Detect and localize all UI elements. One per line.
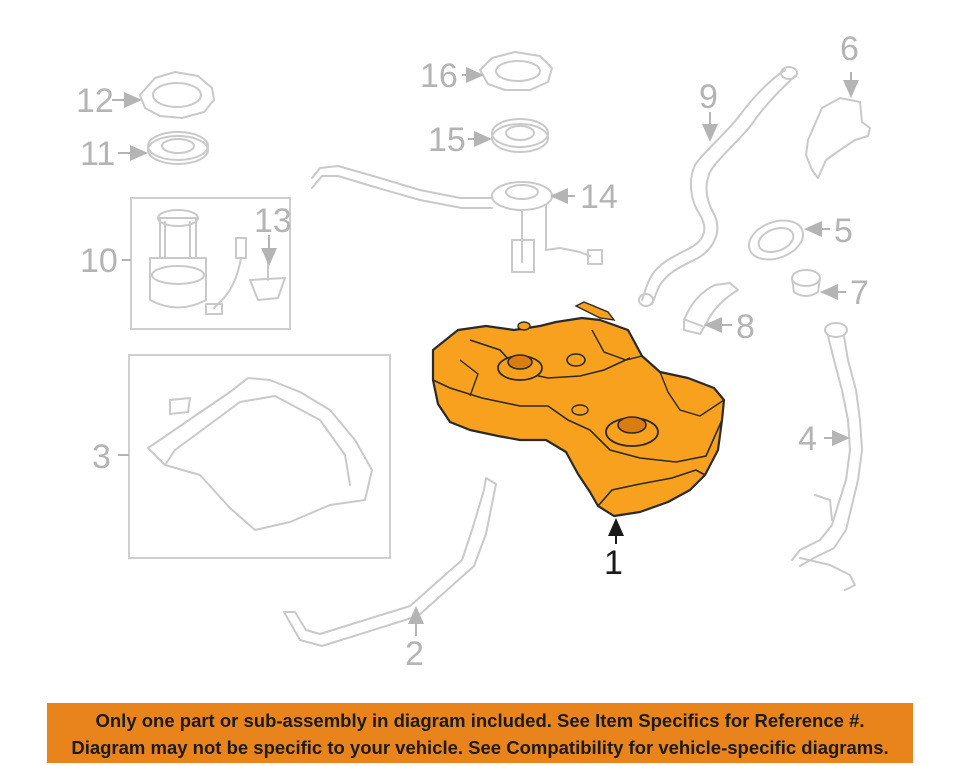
callout-7: 7 [850, 274, 869, 312]
callout-3: 3 [92, 438, 111, 476]
fuel-pump-box [130, 197, 291, 330]
callout-16: 16 [420, 57, 458, 95]
callout-12: 12 [76, 82, 114, 120]
disclaimer-line-2: Diagram may not be specific to your vehi… [71, 737, 889, 758]
callout-6: 6 [840, 30, 859, 68]
part-8-hose [683, 282, 739, 335]
callout-13: 13 [254, 202, 292, 240]
part-15-seal [491, 118, 549, 153]
disclaimer-banner: Only one part or sub-assembly in diagram… [47, 703, 913, 763]
part-2-tank-strap [283, 477, 497, 647]
callout-14: 14 [580, 178, 618, 216]
part-14-fuel-sender [311, 165, 603, 273]
callout-10: 10 [80, 242, 118, 280]
heat-shield-box [128, 354, 391, 559]
callout-9: 9 [699, 78, 718, 116]
callout-2: 2 [405, 635, 424, 673]
callout-4: 4 [798, 420, 817, 458]
part-12-lock-ring [139, 71, 215, 119]
disclaimer-line-1: Only one part or sub-assembly in diagram… [95, 710, 865, 731]
callout-11: 11 [80, 135, 115, 173]
callout-15: 15 [428, 121, 466, 159]
parts-diagram: 1 2 3 4 5 6 7 8 9 10 11 12 13 14 15 16 [76, 30, 871, 673]
part-7-grommet [791, 269, 821, 297]
part-3-heat-shield [147, 377, 373, 531]
callout-1: 1 [604, 544, 623, 582]
callout-8: 8 [736, 308, 755, 346]
part-6-bracket [805, 97, 871, 179]
part-16-lock-ring [479, 51, 553, 91]
part-4-filler-pipe [791, 322, 863, 591]
part-9-vent-hose [638, 66, 798, 307]
part-10-fuel-pump [149, 209, 207, 309]
part-11-seal [147, 131, 209, 165]
part-13-sender [205, 237, 286, 315]
part-5-gasket [747, 219, 805, 261]
callout-5: 5 [834, 212, 853, 250]
part-1-fuel-tank [431, 301, 726, 518]
